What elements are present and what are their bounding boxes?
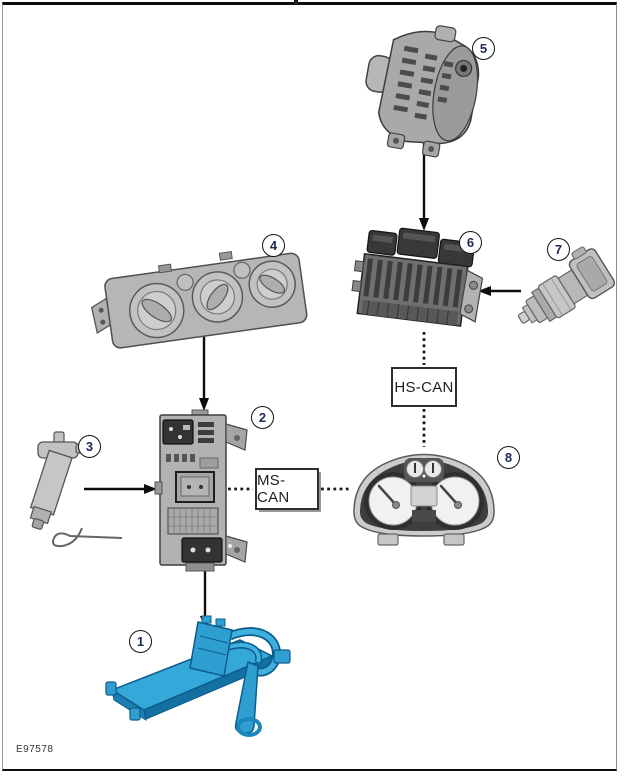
central-junction-box-icon (154, 409, 248, 572)
heater-core-icon (105, 615, 291, 737)
bracket-sensor-icon (29, 431, 123, 548)
callout-4-heater-control-panel: 4 (262, 234, 285, 257)
top-edge-tick (294, 0, 298, 5)
figure-code: E97578 (16, 744, 54, 755)
hs-can-label: HS-CAN (394, 378, 454, 396)
arrow-sensor3-to-junctionbox (84, 484, 157, 494)
engine-control-module-icon (351, 227, 484, 327)
figure-border-frame (2, 2, 617, 771)
ms-can-bus-box: MS-CAN (255, 468, 319, 510)
arrow-sensor7-to-pcm (478, 286, 521, 296)
generator-icon (365, 25, 480, 158)
callout-2-central-junction-box: 2 (251, 406, 274, 429)
heater-control-panel-icon (90, 251, 308, 349)
callout-3-bracket-sensor: 3 (78, 435, 101, 458)
callout-7-temperature-sensor: 7 (547, 238, 570, 261)
hs-can-bus-box: HS-CAN (391, 367, 457, 407)
arrow-panel-to-junctionbox (199, 334, 209, 411)
instrument-cluster-icon (353, 453, 495, 546)
callout-8-instrument-cluster: 8 (497, 446, 520, 469)
callout-1-heater-core: 1 (129, 630, 152, 653)
ms-can-label: MS-CAN (257, 472, 290, 506)
temperature-sensor-icon (517, 246, 616, 324)
callout-5-generator: 5 (472, 37, 495, 60)
callout-6-engine-control-module: 6 (459, 231, 482, 254)
